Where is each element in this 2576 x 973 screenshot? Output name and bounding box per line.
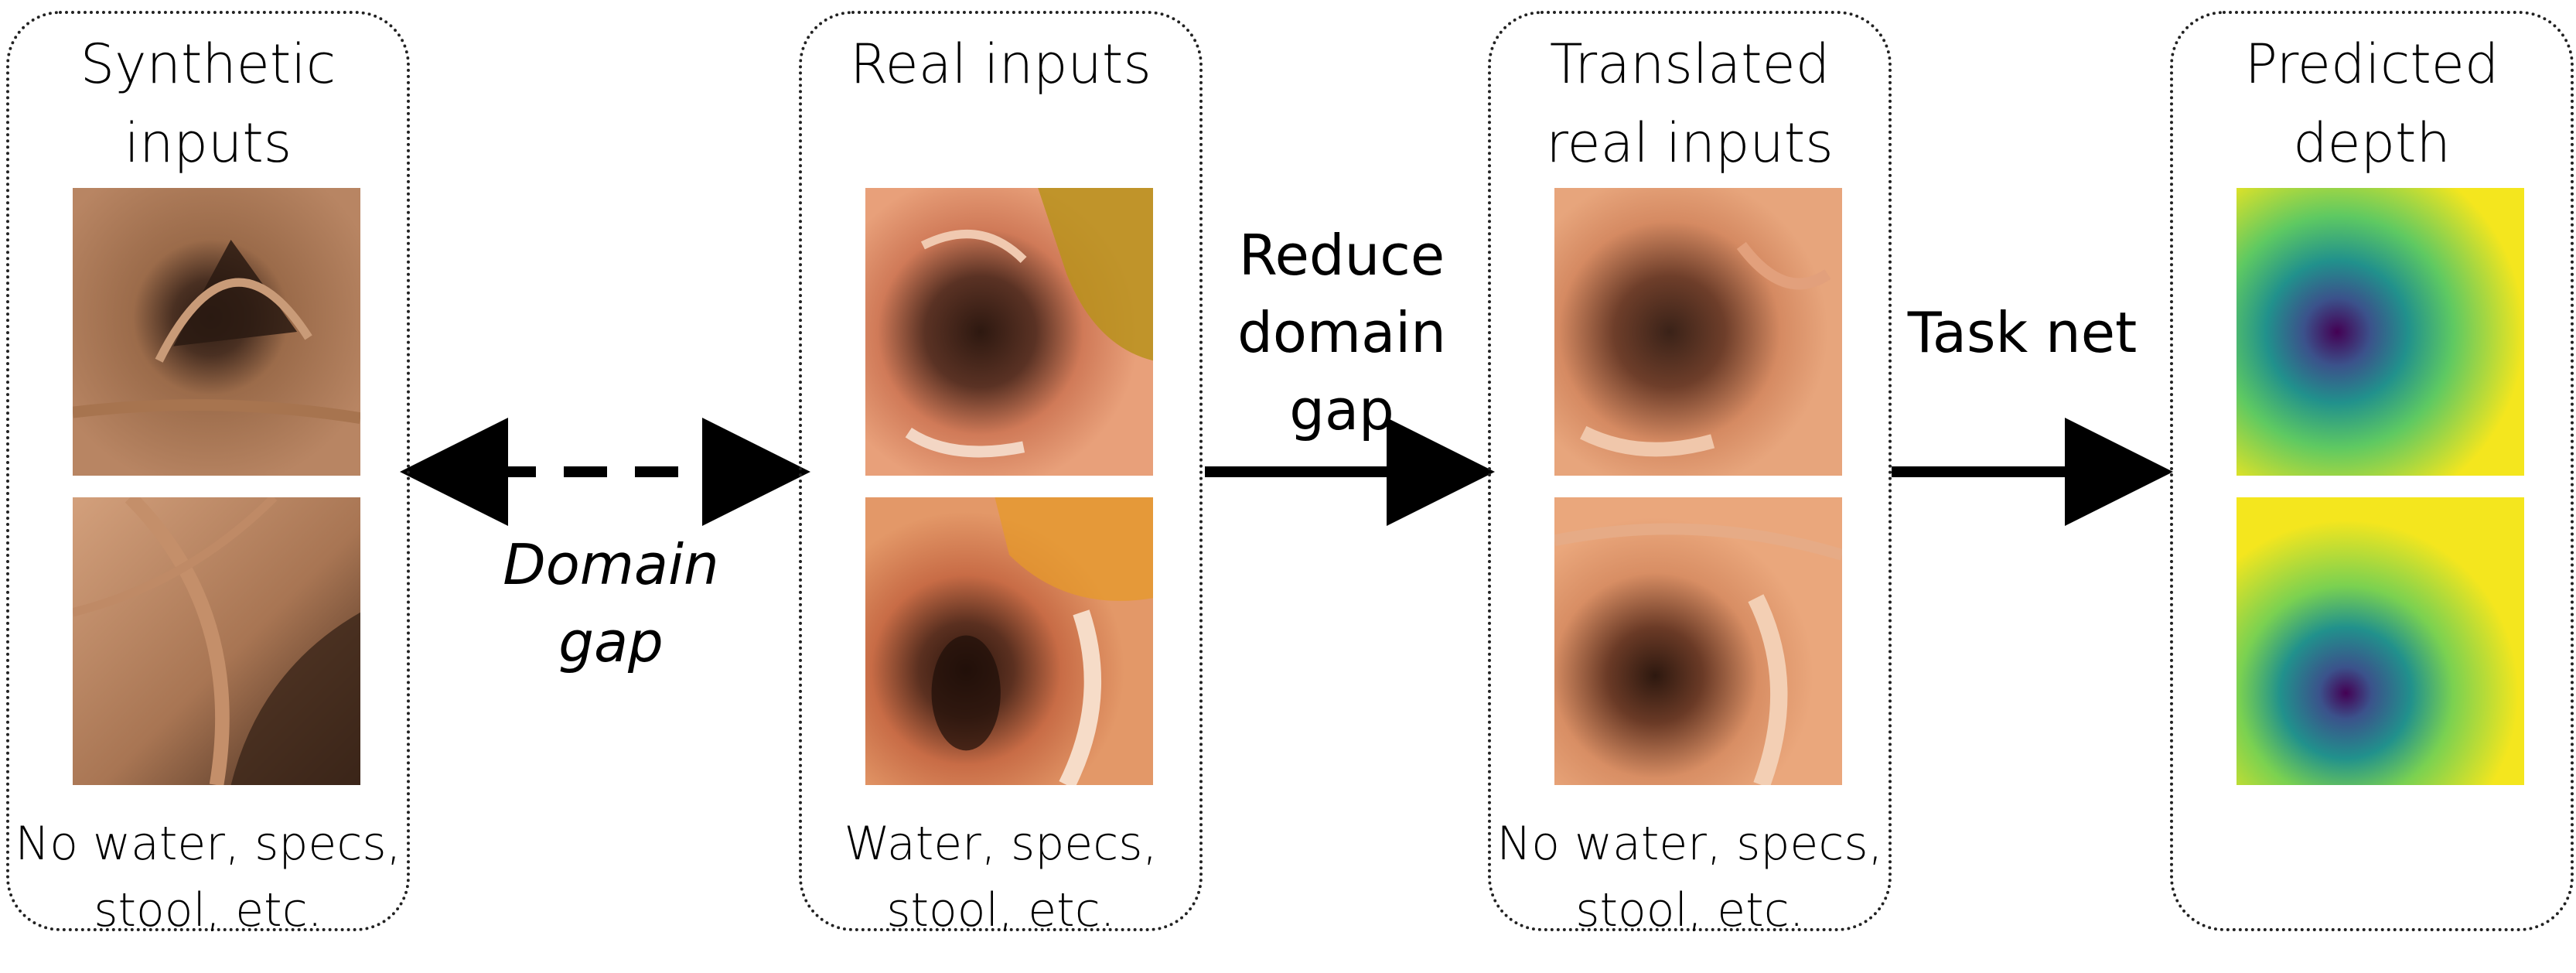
panel-translated-real-inputs: Translated real inputs: [1488, 11, 1892, 937]
domain-gap-label: Domain gap: [503, 532, 719, 674]
reduce-domain-gap-label: Reduce domain gap: [1237, 223, 1446, 442]
panel-title: Translated real inputs: [1546, 32, 1834, 175]
panel-real-inputs: Real inputs: [799, 11, 1203, 937]
synthetic-image-1: [73, 188, 360, 476]
synthetic-image-2: [73, 497, 360, 785]
panel-title: Predicted depth: [2244, 32, 2499, 175]
panel-caption: No water, specs, stool, etc.: [15, 817, 401, 937]
panel-title: Real inputs: [850, 32, 1152, 96]
real-image-2: [865, 497, 1153, 785]
depth-map-2: [2237, 497, 2524, 785]
panel-caption: Water, specs, stool, etc.: [844, 817, 1158, 937]
panel-caption: No water, specs, stool, etc.: [1496, 817, 1883, 937]
translated-image-2: [1554, 497, 1842, 785]
translated-image-1: [1554, 188, 1842, 476]
task-net-label: Task net: [1907, 300, 2138, 365]
real-image-1: [865, 188, 1153, 476]
panel-title: Synthetic inputs: [80, 32, 336, 175]
depth-map-1: [2237, 188, 2524, 476]
panel-synthetic-inputs: Synthetic inputs: [6, 11, 410, 937]
panel-predicted-depth: Predicted depth: [2170, 11, 2574, 931]
